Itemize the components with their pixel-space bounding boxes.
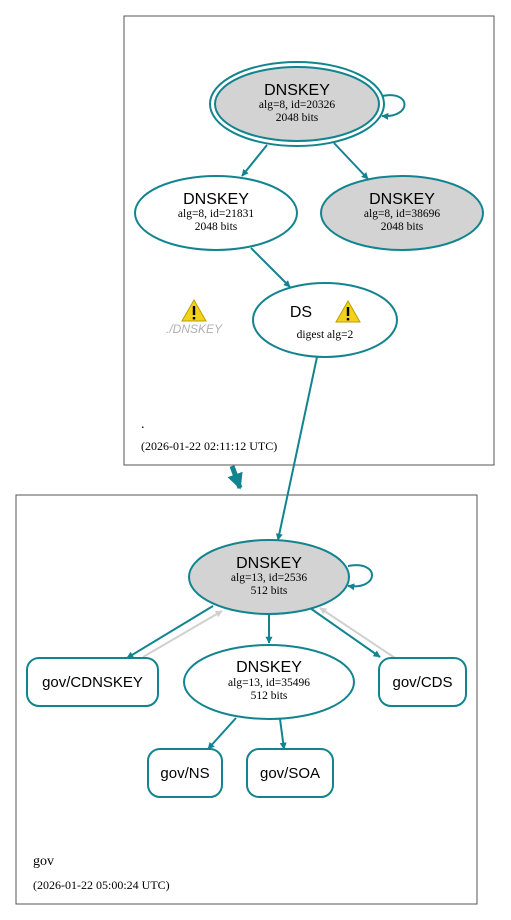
- edge-ds-to-gov-ksk: [275, 356, 318, 541]
- root-ds-warning-icon: [335, 299, 361, 323]
- zone-gov-timestamp: (2026-01-22 05:00:24 UTC): [33, 878, 170, 892]
- zone-root-timestamp: (2026-01-22 02:11:12 UTC): [141, 439, 277, 453]
- gov-ksk-line1: alg=13, id=2536: [231, 572, 307, 584]
- zone-gov-name: gov: [33, 854, 54, 869]
- gov-zsk-title: DNSKEY: [236, 659, 302, 676]
- root-zsk1-line1: alg=8, id=21831: [178, 208, 254, 220]
- edge-gov-zsk-to-ns: [207, 717, 237, 750]
- delegation-arrow: [227, 465, 243, 490]
- gov-ksk-title: DNSKEY: [236, 555, 302, 572]
- root-ksk-outer-ring: [209, 61, 385, 147]
- root-zsk1-line2: 2048 bits: [195, 221, 238, 233]
- warning-label: ./DNSKEY: [166, 322, 223, 336]
- root-ds-line1: digest alg=2: [297, 329, 354, 341]
- gov-zsk-line1: alg=13, id=35496: [228, 677, 310, 689]
- root-ds-ellipse: [252, 282, 398, 358]
- gov-cdnskey-box: [26, 657, 159, 707]
- root-ds-node[interactable]: DS digest alg=2: [252, 282, 398, 358]
- root-dnskey-warning[interactable]: ./DNSKEY: [166, 298, 223, 336]
- gov-soa-box: [246, 748, 334, 798]
- edge-gov-ksk-to-cds: [309, 607, 381, 658]
- edge-root-ksk-to-zsk1: [241, 144, 268, 177]
- gov-cds-box: [378, 657, 467, 707]
- gov-cdnskey-node[interactable]: gov/CDNSKEY: [26, 657, 159, 707]
- edge-gov-zsk-to-soa: [279, 718, 287, 750]
- root-ds-title: DS: [290, 304, 312, 321]
- gov-cdnskey-label: gov/CDNSKEY: [42, 674, 143, 691]
- root-zsk1-title: DNSKEY: [183, 191, 249, 208]
- edge-cds-to-gov-ksk: [319, 607, 396, 659]
- gov-ksk-ellipse: [188, 539, 350, 615]
- zone-root-name: .: [141, 417, 145, 432]
- gov-soa-label: gov/SOA: [260, 765, 320, 782]
- root-ksk-ellipse: [214, 66, 380, 142]
- root-zsk2-node[interactable]: DNSKEY alg=8, id=38696 2048 bits: [320, 175, 484, 251]
- edge-gov-ksk-self: [347, 564, 373, 591]
- root-ksk-title: DNSKEY: [264, 82, 330, 99]
- root-ksk-line2: 2048 bits: [276, 112, 319, 124]
- root-ksk-node[interactable]: DNSKEY alg=8, id=20326 2048 bits: [209, 61, 385, 147]
- gov-ns-label: gov/NS: [160, 765, 209, 782]
- root-zsk2-line1: alg=8, id=38696: [364, 208, 440, 220]
- gov-soa-node[interactable]: gov/SOA: [246, 748, 334, 798]
- root-zsk2-line2: 2048 bits: [381, 221, 424, 233]
- gov-zsk-line2: 512 bits: [251, 690, 288, 702]
- gov-zsk-node[interactable]: DNSKEY alg=13, id=35496 512 bits: [183, 644, 355, 720]
- root-zsk1-ellipse: [134, 175, 298, 251]
- warning-icon: [181, 298, 207, 322]
- edge-root-zsk1-to-ds: [250, 247, 291, 288]
- gov-zsk-ellipse: [183, 644, 355, 720]
- gov-ns-box: [147, 748, 223, 798]
- edge-gov-ksk-to-cdnskey: [126, 605, 214, 659]
- root-ksk-line1: alg=8, id=20326: [259, 99, 335, 111]
- root-zsk2-title: DNSKEY: [369, 191, 435, 208]
- gov-ns-node[interactable]: gov/NS: [147, 748, 223, 798]
- gov-ksk-line2: 512 bits: [251, 585, 288, 597]
- gov-cds-node[interactable]: gov/CDS: [378, 657, 467, 707]
- gov-cds-label: gov/CDS: [392, 674, 452, 691]
- gov-ksk-node[interactable]: DNSKEY alg=13, id=2536 512 bits: [188, 539, 350, 615]
- edge-cdnskey-to-gov-ksk: [142, 610, 223, 658]
- root-zsk1-node[interactable]: DNSKEY alg=8, id=21831 2048 bits: [134, 175, 298, 251]
- edge-root-ksk-to-zsk2: [333, 142, 369, 180]
- edge-root-ksk-self: [381, 94, 406, 120]
- root-zsk2-ellipse: [320, 175, 484, 251]
